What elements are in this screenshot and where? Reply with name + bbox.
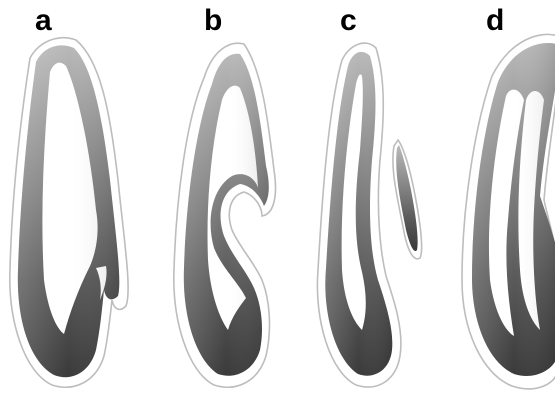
panel-d-shade bbox=[472, 43, 555, 377]
panel-a-shade bbox=[17, 45, 120, 378]
panel-c-accessory-canal bbox=[396, 145, 418, 252]
panel-b: b bbox=[173, 4, 277, 388]
panel-b-shade bbox=[183, 53, 269, 376]
panel-a: a bbox=[9, 4, 129, 388]
panel-label-b: b bbox=[204, 4, 222, 37]
panel-d: d bbox=[461, 4, 555, 390]
panel-label-c: c bbox=[340, 4, 357, 37]
panel-label-d: d bbox=[486, 4, 504, 37]
panel-c-shade bbox=[325, 51, 393, 376]
panel-c: c bbox=[316, 4, 423, 388]
panel-label-a: a bbox=[35, 4, 52, 37]
